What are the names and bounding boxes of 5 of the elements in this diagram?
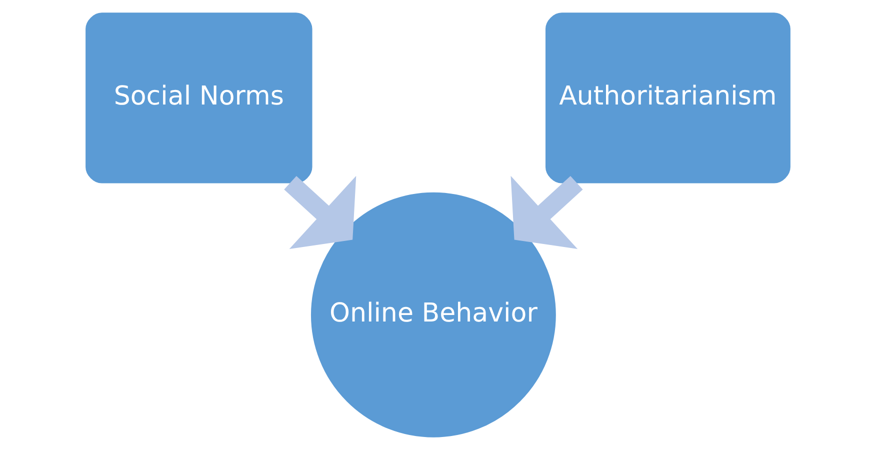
node-box: Authoritarianism (544, 12, 790, 184)
node-box: Social Norms (85, 12, 312, 184)
node-circle: Online Behavior (310, 192, 556, 438)
arrow (284, 176, 356, 249)
arrow (510, 176, 582, 249)
